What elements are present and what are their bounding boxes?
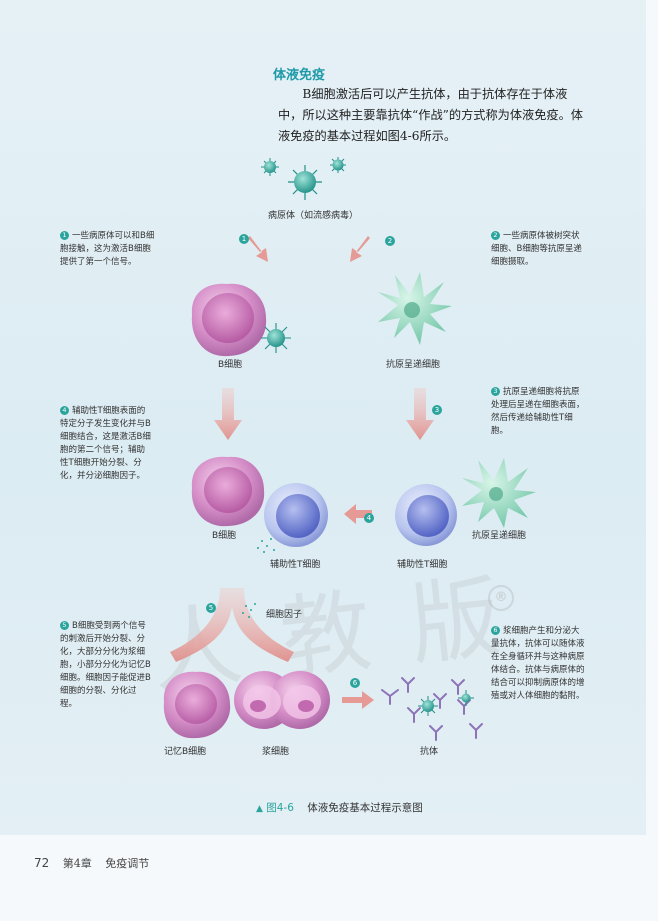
b-cell-label-1: B细胞 (218, 360, 243, 370)
antibody-icons (381, 677, 483, 741)
b-cell-1 (191, 283, 267, 357)
arrow-down-left (214, 388, 242, 440)
arrow-down-right (406, 388, 434, 440)
helper-t-label-1: 辅助性T细胞 (270, 560, 321, 570)
caption-figure-number: 图4-6 (266, 802, 294, 814)
page-footer: 72 第4章 免疫调节 (34, 855, 149, 871)
step-6-marker: 6 (350, 678, 360, 688)
page-number: 72 (34, 856, 50, 870)
figure-caption: ▲ 图4-6 体液免疫基本过程示意图 (256, 800, 423, 815)
arrow-diverge (170, 588, 294, 662)
arrow-right (342, 691, 374, 709)
antibody-label: 抗体 (420, 747, 439, 757)
step-5-marker: 5 (206, 603, 216, 613)
apc-label-2: 抗原呈递细胞 (472, 531, 527, 541)
registered-mark: ® (488, 585, 514, 611)
step-3-marker: 3 (432, 405, 442, 415)
b-cell-2 (191, 456, 265, 527)
caption-marker-icon: ▲ (256, 804, 263, 814)
cytokine-label: 细胞因子 (266, 610, 303, 620)
intro-paragraph: B细胞激活后可以产生抗体，由于抗体存在于体液中，所以这种主要靠抗体“作战”的方式… (278, 87, 583, 143)
chapter-title: 免疫调节 (105, 857, 150, 870)
arrow-left (344, 504, 372, 524)
plasma-cells (234, 671, 330, 729)
plasma-label: 浆细胞 (262, 747, 290, 757)
caption-text: 体液免疫基本过程示意图 (307, 802, 423, 814)
bound-virus-icons (418, 690, 474, 716)
humoral-immunity-diagram (163, 157, 536, 741)
arrow-2 (350, 236, 370, 262)
pathogen-on-b-cell-icon (261, 323, 291, 353)
section-title: 体液免疫 (273, 68, 326, 83)
b-cell-label-2: B细胞 (212, 531, 237, 541)
step-2-marker: 2 (385, 236, 395, 246)
pathogen-label: 病原体（如流感病毒） (268, 211, 359, 221)
apc-1 (378, 272, 452, 345)
arrow-1 (248, 236, 268, 262)
helper-t-label-2: 辅助性T细胞 (397, 560, 448, 570)
cytokine-dots-1 (257, 538, 275, 553)
cytokine-dots-2 (242, 603, 256, 618)
memory-b-label: 记忆B细胞 (164, 747, 207, 757)
pathogen-virus-icon (261, 157, 346, 200)
chapter-number: 第4章 (62, 857, 92, 870)
helper-t-cell-1 (264, 483, 328, 547)
apc-label-1: 抗原呈递细胞 (386, 360, 441, 370)
step-1-marker: 1 (239, 234, 249, 244)
step-4-marker: 4 (364, 513, 374, 523)
memory-b-cell (163, 671, 231, 739)
apc-2 (462, 458, 536, 528)
helper-t-cell-2 (395, 484, 457, 546)
